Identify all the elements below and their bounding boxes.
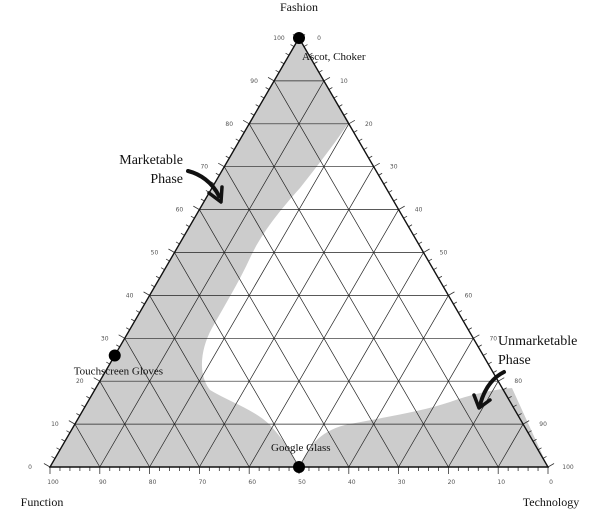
tick-label-left: 0	[28, 464, 32, 471]
tick-right-40	[398, 205, 405, 210]
tick-label-left: 50	[151, 250, 159, 257]
vertex-label-function: Function	[21, 495, 64, 509]
data-point-marker	[293, 461, 305, 473]
tick-right-30	[373, 162, 380, 168]
grid-line-technology-60	[348, 295, 449, 468]
data-point-marker	[108, 349, 121, 362]
tick-label-left: 60	[176, 207, 184, 214]
tick-label-left: 10	[51, 421, 59, 428]
tick-label-left: 90	[250, 78, 258, 85]
grid-line-function-80	[99, 381, 150, 468]
tick-label-right: 40	[415, 207, 423, 214]
grid-line-technology-30	[199, 166, 375, 468]
tick-label-left: 80	[225, 121, 233, 128]
tick-right-50	[423, 248, 430, 253]
grid-line-function-70	[124, 338, 200, 468]
grid-line-function-90	[74, 423, 101, 468]
tick-left-80	[242, 119, 250, 125]
marketable-arrowhead-icon	[207, 185, 224, 204]
data-point-marker	[293, 32, 305, 44]
vertex-label-fashion: Fashion	[280, 0, 318, 14]
tick-label-right: 20	[365, 121, 373, 128]
tick-label-bottom: 80	[149, 479, 157, 486]
data-point-label: Ascot, Choker	[302, 51, 366, 63]
grid-line-function-60	[149, 295, 250, 468]
tick-label-right: 50	[440, 250, 448, 257]
tick-label-right: 70	[489, 335, 497, 342]
grid-line-technology-70	[398, 338, 474, 468]
tick-right-10	[323, 77, 331, 82]
unmarketable-phase-region	[299, 388, 548, 467]
tick-right-80	[498, 377, 505, 382]
tick-label-right: 60	[465, 292, 473, 299]
tick-label-bottom: 50	[298, 479, 306, 486]
grid-line-technology-90	[497, 423, 524, 468]
tick-label-left: 30	[101, 335, 109, 342]
tick-left-40	[143, 291, 150, 296]
tick-left-30	[118, 334, 125, 339]
marketable-arrow-icon	[186, 169, 221, 198]
vertex-label-technology: Technology	[523, 495, 579, 509]
grid-line-function-10	[273, 80, 499, 468]
tick-label-bottom: 70	[199, 479, 207, 486]
annotation-marketable-line2: Phase	[150, 172, 183, 187]
tick-label-bottom: 10	[497, 479, 505, 486]
tick-right-20	[348, 119, 356, 125]
tick-label-right: 80	[514, 378, 522, 385]
grid-line-technology-10	[99, 80, 325, 468]
grid-line-function-30	[223, 166, 399, 468]
tick-label-left: 70	[200, 164, 208, 171]
tick-left-10	[68, 420, 76, 425]
tick-label-right: 30	[390, 164, 398, 171]
grid-line-function-50	[174, 252, 300, 468]
tick-label-bottom: 60	[248, 479, 256, 486]
tick-label-bottom: 90	[99, 479, 107, 486]
tick-left-70	[218, 162, 225, 168]
grid-line-technology-80	[448, 381, 499, 468]
tick-left-90	[267, 77, 275, 82]
tick-label-right: 100	[562, 464, 574, 471]
data-point-label: Touchscreen Gloves	[74, 365, 163, 377]
tick-label-left: 100	[273, 35, 285, 42]
tick-right-70	[473, 334, 480, 339]
annotation-unmarketable-line1: Unmarketable	[498, 334, 577, 349]
tick-right-60	[448, 291, 455, 296]
grid-lines	[74, 80, 524, 468]
annotation-marketable-line1: Marketable	[119, 153, 183, 168]
grid-line-technology-50	[298, 252, 424, 468]
tick-label-right: 90	[539, 421, 547, 428]
tick-label-bottom: 40	[348, 479, 356, 486]
unmarketable-arrowhead-icon	[472, 393, 492, 410]
unmarketable-arrow-icon	[478, 370, 506, 407]
tick-label-bottom: 0	[549, 479, 553, 486]
tick-right-100	[547, 463, 555, 468]
tick-label-right: 0	[317, 35, 321, 42]
tick-label-bottom: 30	[398, 479, 406, 486]
tick-left-20	[93, 377, 101, 382]
tick-right-90	[522, 420, 530, 425]
tick-label-right: 10	[340, 78, 348, 85]
tick-label-left: 40	[126, 292, 134, 299]
tick-label-bottom: 20	[448, 479, 456, 486]
tick-left-0	[43, 463, 51, 468]
tick-label-bottom: 100	[47, 479, 59, 486]
tick-left-50	[168, 248, 175, 253]
tick-label-left: 20	[76, 378, 84, 385]
tick-left-60	[193, 205, 200, 210]
data-point-label: Google Glass	[271, 442, 331, 454]
annotation-unmarketable-line2: Phase	[498, 353, 531, 368]
